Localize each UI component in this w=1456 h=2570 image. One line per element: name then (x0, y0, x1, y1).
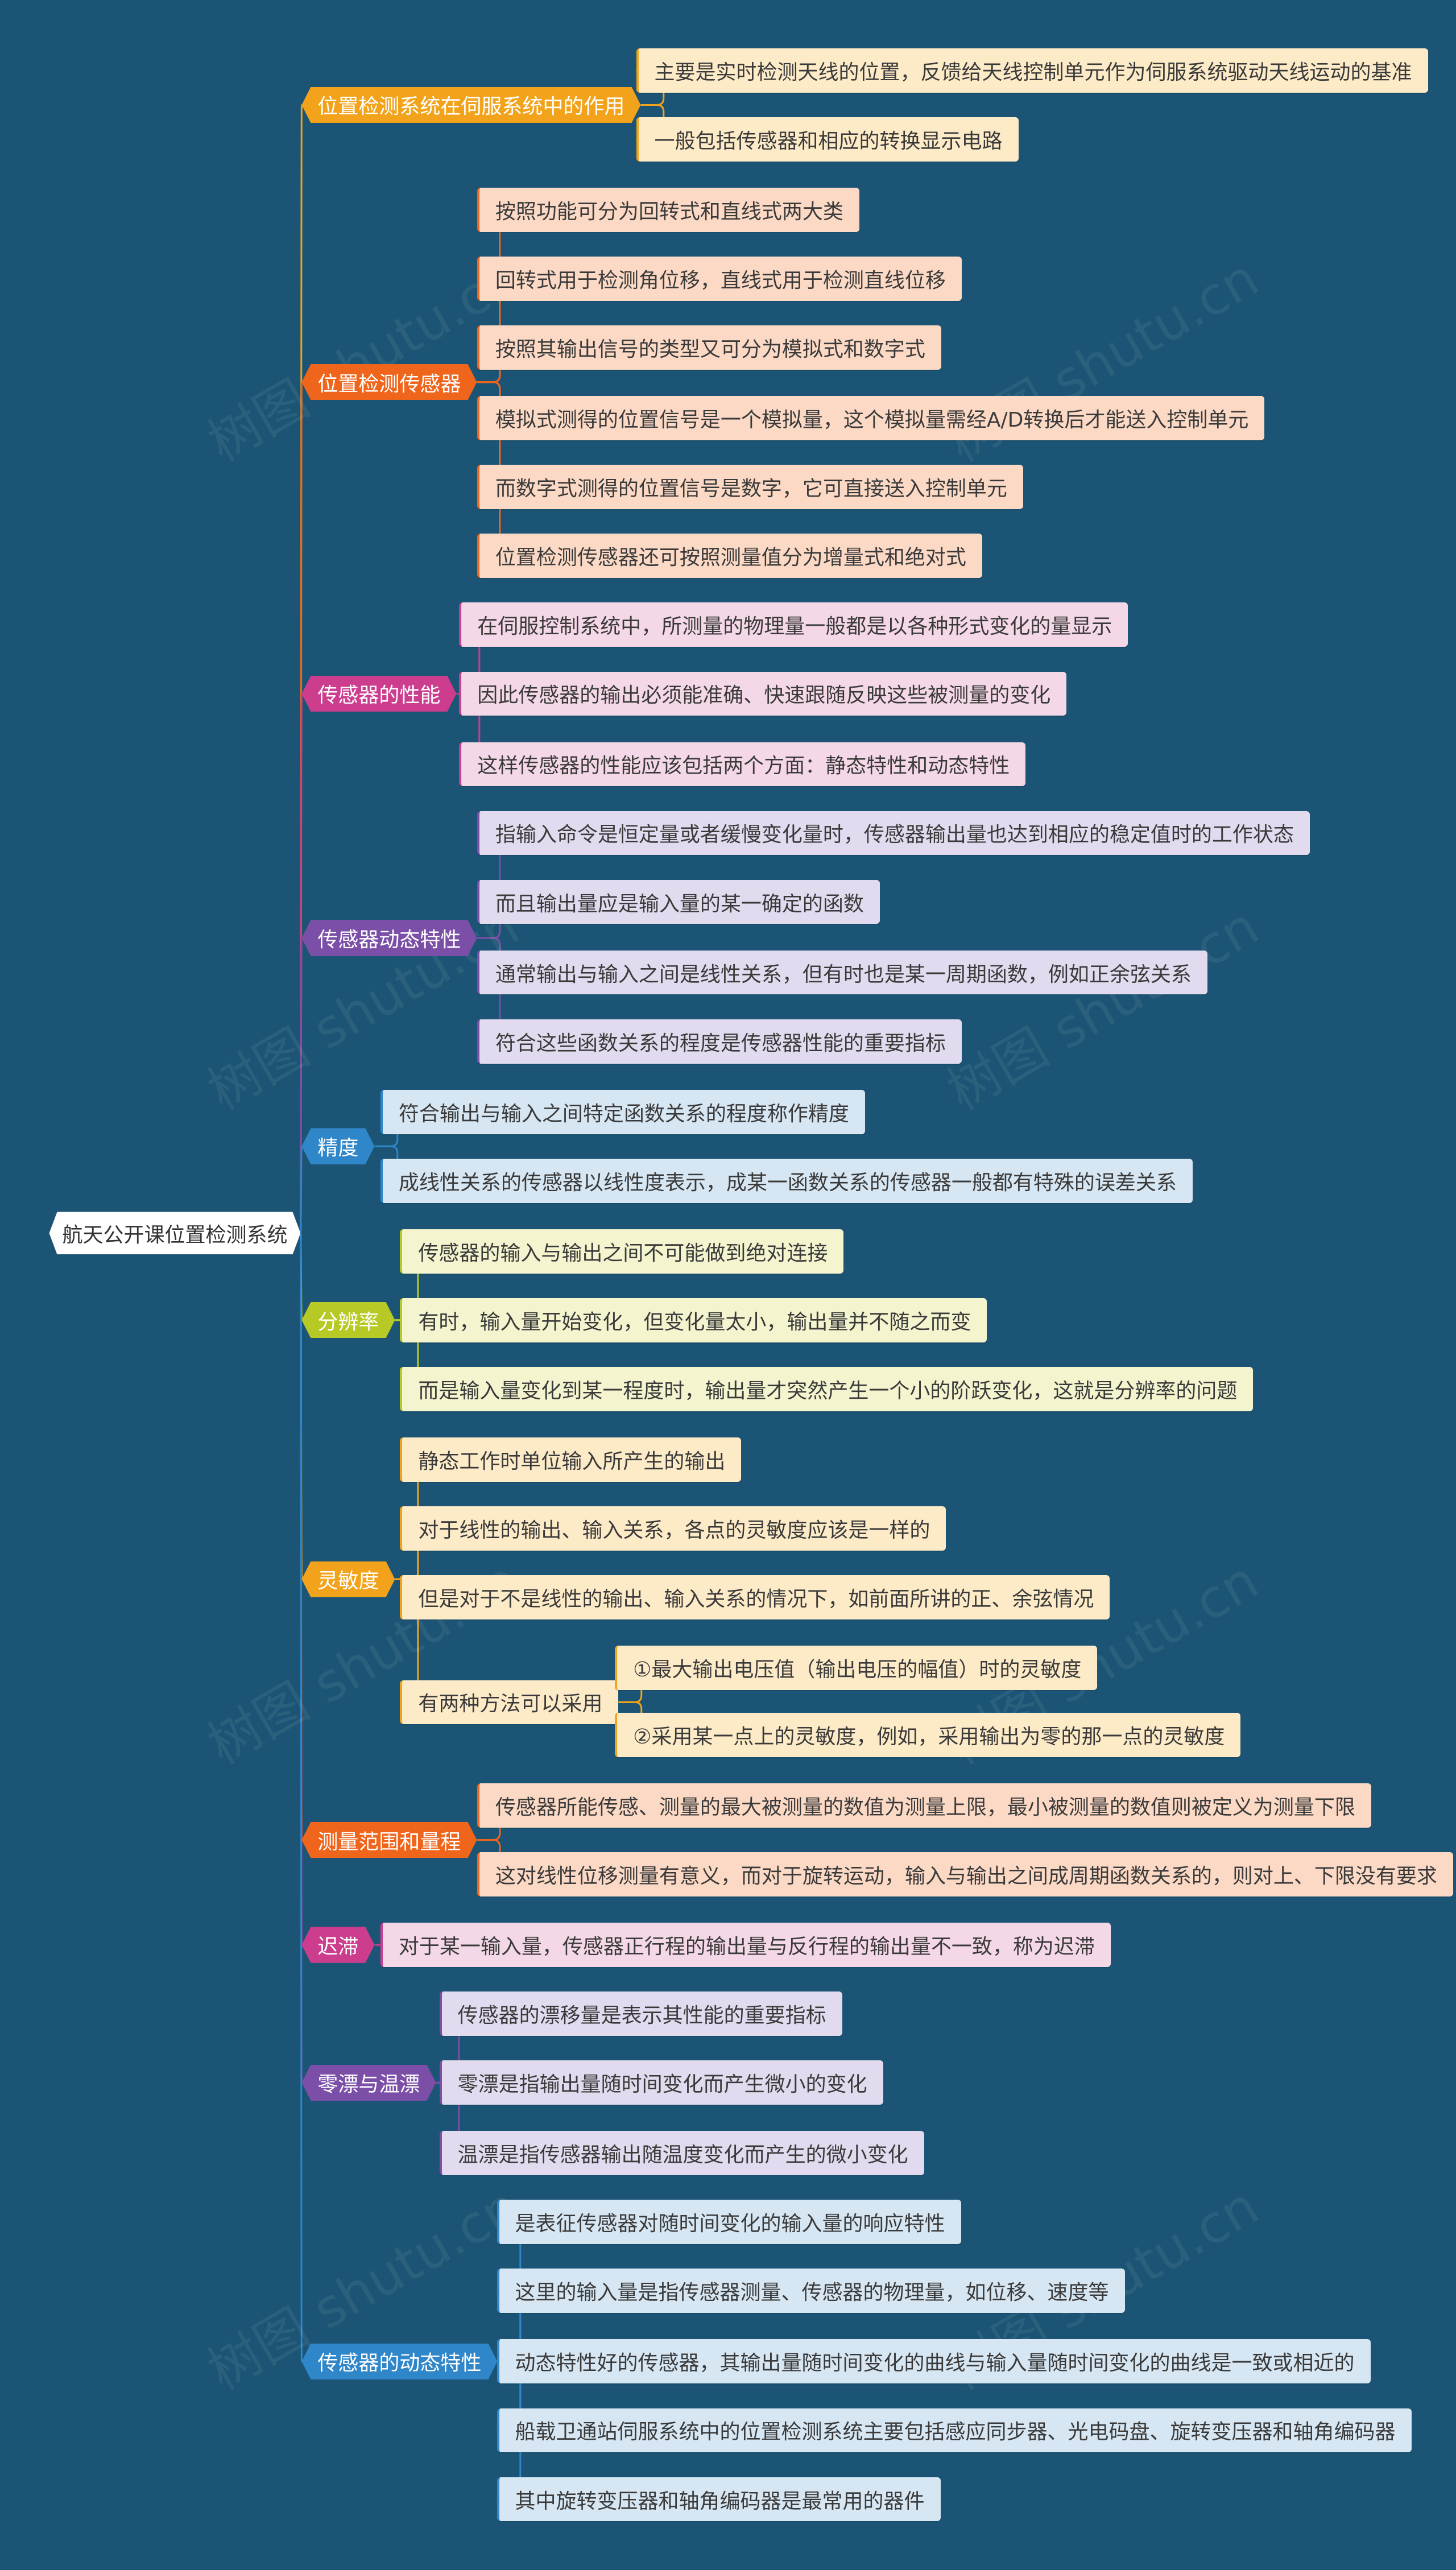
branch-topic[interactable]: 位置检测系统在伺服系统中的作用 (301, 87, 640, 123)
branch-topic[interactable]: 分辨率 (301, 1302, 395, 1338)
leaf-topic[interactable]: 传感器所能传感、测量的最大被测量的数值为测量上限，最小被测量的数值则被定义为测量… (477, 1783, 1371, 1828)
branch-topic[interactable]: 测量范围和量程 (301, 1822, 477, 1858)
leaf-topic[interactable]: 成线性关系的传感器以线性度表示，成某一函数关系的传感器一般都有特殊的误差关系 (380, 1158, 1193, 1203)
leaf-topic[interactable]: 这对线性位移测量有意义，而对于旋转运动，输入与输出之间成周期函数关系的，则对上、… (477, 1852, 1453, 1897)
connector-line (299, 1233, 303, 2362)
sub-leaf-topic[interactable]: ①最大输出电压值（输出电压的幅值）时的灵敏度 (615, 1645, 1098, 1690)
root-topic[interactable]: 航天公开课位置检测系统 (49, 1212, 300, 1254)
leaf-topic[interactable]: 在伺服控制系统中，所测量的物理量一般都是以各种形式变化的量显示 (459, 602, 1128, 647)
leaf-topic[interactable]: 符合输出与输入之间特定函数关系的程度称作精度 (380, 1089, 865, 1134)
leaf-topic[interactable]: 通常输出与输入之间是线性关系，但有时也是某一周期函数，例如正余弦关系 (477, 950, 1207, 995)
leaf-topic[interactable]: 位置检测传感器还可按照测量值分为增量式和绝对式 (477, 534, 982, 579)
leaf-topic[interactable]: 符合这些函数关系的程度是传感器性能的重要指标 (477, 1019, 962, 1064)
branch-topic[interactable]: 传感器的性能 (301, 676, 456, 712)
leaf-topic[interactable]: 因此传感器的输出必须能准确、快速跟随反映这些被测量的变化 (459, 671, 1067, 716)
branch-topic[interactable]: 传感器动态特性 (301, 920, 477, 956)
leaf-topic[interactable]: 动态特性好的传感器，其输出量随时间变化的曲线与输入量随时间变化的曲线是一致或相近… (497, 2339, 1371, 2384)
leaf-topic[interactable]: 有两种方法可以采用 (400, 1680, 619, 1725)
branch-topic[interactable]: 传感器的动态特性 (301, 2344, 497, 2379)
leaf-topic[interactable]: 船载卫通站伺服系统中的位置检测系统主要包括感应同步器、光电码盘、旋转变压器和轴角… (497, 2408, 1412, 2453)
leaf-topic[interactable]: 这里的输入量是指传感器测量、传感器的物理量，如位移、速度等 (497, 2269, 1125, 2313)
leaf-topic[interactable]: 对于某一输入量，传感器正行程的输出量与反行程的输出量不一致，称为迟滞 (380, 1923, 1111, 1967)
branch-topic[interactable]: 精度 (301, 1128, 374, 1164)
leaf-topic[interactable]: 主要是实时检测天线的位置，反馈给天线控制单元作为伺服系统驱动天线运动的基准 (636, 48, 1428, 93)
leaf-topic[interactable]: 一般包括传感器和相应的转换显示电路 (636, 117, 1019, 162)
leaf-topic[interactable]: 传感器的漂移量是表示其性能的重要指标 (439, 1991, 842, 2036)
leaf-topic[interactable]: 回转式用于检测角位移，直线式用于检测直线位移 (477, 257, 962, 301)
leaf-topic[interactable]: 对于线性的输出、输入关系，各点的灵敏度应该是一样的 (400, 1506, 946, 1551)
leaf-topic[interactable]: 按照功能可分为回转式和直线式两大类 (477, 188, 859, 232)
branch-topic[interactable]: 迟滞 (301, 1927, 374, 1962)
leaf-topic[interactable]: 而数字式测得的位置信号是数字，它可直接送入控制单元 (477, 465, 1023, 510)
leaf-topic[interactable]: 静态工作时单位输入所产生的输出 (400, 1437, 742, 1482)
branch-topic[interactable]: 位置检测传感器 (301, 364, 477, 400)
leaf-topic[interactable]: 温漂是指传感器输出随温度变化而产生的微小变化 (439, 2131, 924, 2176)
branch-topic[interactable]: 零漂与温漂 (301, 2065, 436, 2101)
leaf-topic[interactable]: 有时，输入量开始变化，但变化量太小，输出量并不随之而变 (400, 1298, 987, 1342)
leaf-topic[interactable]: 传感器的输入与输出之间不可能做到绝对连接 (400, 1229, 844, 1274)
leaf-topic[interactable]: 其中旋转变压器和轴角编码器是最常用的器件 (497, 2477, 941, 2522)
leaf-topic[interactable]: 这样传感器的性能应该包括两个方面：静态特性和动态特性 (459, 742, 1026, 787)
connector-line (299, 1145, 303, 1234)
leaf-topic[interactable]: 零漂是指输出量随时间变化而产生微小的变化 (439, 2060, 883, 2105)
leaf-topic[interactable]: 指输入命令是恒定量或者缓慢变化量时，传感器输出量也达到相应的稳定值时的工作状态 (477, 811, 1310, 856)
leaf-topic[interactable]: 而且输出量应是输入量的某一确定的函数 (477, 879, 880, 924)
leaf-topic[interactable]: 是表征传感器对随时间变化的输入量的响应特性 (497, 2200, 961, 2245)
leaf-topic[interactable]: 按照其输出信号的类型又可分为模拟式和数字式 (477, 325, 941, 370)
leaf-topic[interactable]: 而是输入量变化到某一程度时，输出量才突然产生一个小的阶跃变化，这就是分辨率的问题 (400, 1366, 1254, 1411)
branch-topic[interactable]: 灵敏度 (301, 1561, 395, 1597)
leaf-topic[interactable]: 但是对于不是线性的输出、输入关系的情况下，如前面所讲的正、余弦情况 (400, 1575, 1110, 1619)
leaf-topic[interactable]: 模拟式测得的位置信号是一个模拟量，这个模拟量需经A/D转换后才能送入控制单元 (477, 396, 1265, 441)
sub-leaf-topic[interactable]: ②采用某一点上的灵敏度，例如，采用输出为零的那一点的灵敏度 (615, 1713, 1241, 1757)
